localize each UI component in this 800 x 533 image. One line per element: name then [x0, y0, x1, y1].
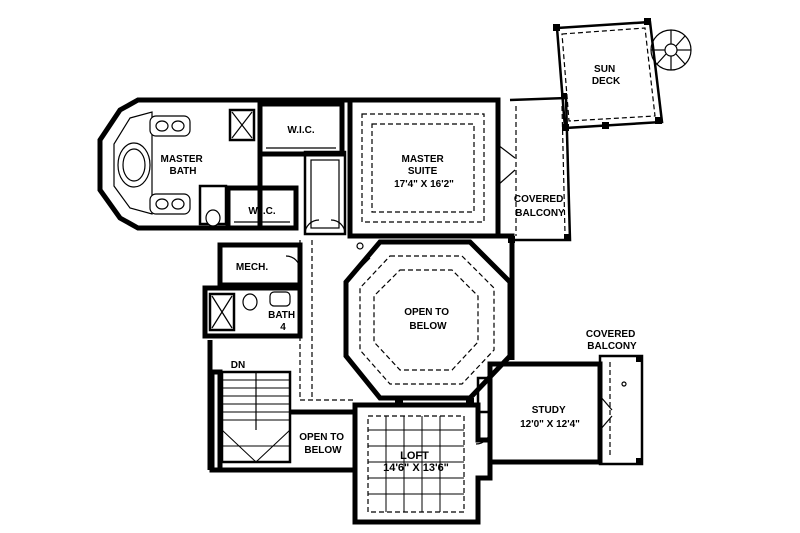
- covered-balcony-right-label: COVERED BALCONY: [514, 194, 566, 219]
- covered-balcony-far-label: COVERED BALCONY: [586, 329, 638, 352]
- stairs: [209, 369, 292, 473]
- sun-deck-label: SUN DECK: [592, 64, 621, 87]
- covered-balcony-right: [497, 96, 572, 243]
- sun-deck: [553, 18, 664, 131]
- octagon-open-to-below: [343, 239, 513, 401]
- loft: [352, 398, 493, 525]
- mech-label: MECH.: [236, 262, 268, 273]
- spiral-stair: [650, 29, 692, 71]
- open-to-below-left-label: OPEN TO BELOW: [299, 432, 347, 456]
- open-to-below-left: [290, 409, 355, 473]
- study-label: STUDY 12'0" X 12'4": [520, 405, 580, 430]
- wic-lower: [225, 185, 299, 231]
- wic-top-label: W.I.C.: [287, 125, 314, 136]
- covered-balcony-far: [598, 354, 644, 466]
- bath-4-label: BATH 4: [268, 310, 298, 333]
- wic-top: [257, 101, 345, 157]
- dn-label: DN: [231, 360, 245, 371]
- wic-lower-label: W.I.C.: [248, 206, 275, 217]
- master-bath-label: MASTER BATH: [160, 154, 205, 177]
- linen-closet: [228, 108, 256, 142]
- master-suite-label: MASTER SUITE 17'4" X 16'2": [394, 154, 454, 190]
- hall-closet: [303, 150, 347, 236]
- loft-label: LOFT 14'6" X 13'6": [383, 450, 449, 474]
- open-to-below-center-label: OPEN TO BELOW: [404, 307, 452, 332]
- master-bath: [97, 97, 263, 231]
- master-suite: [347, 97, 501, 239]
